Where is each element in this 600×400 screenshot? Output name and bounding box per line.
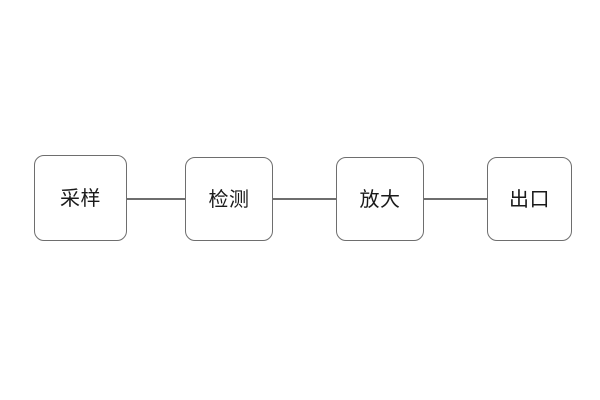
- connector-sampling-to-detection: [127, 198, 185, 200]
- flow-node-label: 出口: [509, 187, 550, 211]
- flow-node-detection[interactable]: 检测: [185, 157, 273, 241]
- connector-amplify-to-output: [424, 198, 487, 200]
- flow-node-amplify[interactable]: 放大: [336, 157, 424, 241]
- flow-node-label: 采样: [60, 186, 101, 210]
- flow-node-label: 放大: [359, 187, 401, 211]
- flow-node-output[interactable]: 出口: [487, 157, 572, 241]
- connector-detection-to-amplify: [273, 198, 336, 200]
- flow-node-label: 检测: [208, 187, 250, 211]
- flow-node-sampling[interactable]: 采样: [34, 155, 127, 241]
